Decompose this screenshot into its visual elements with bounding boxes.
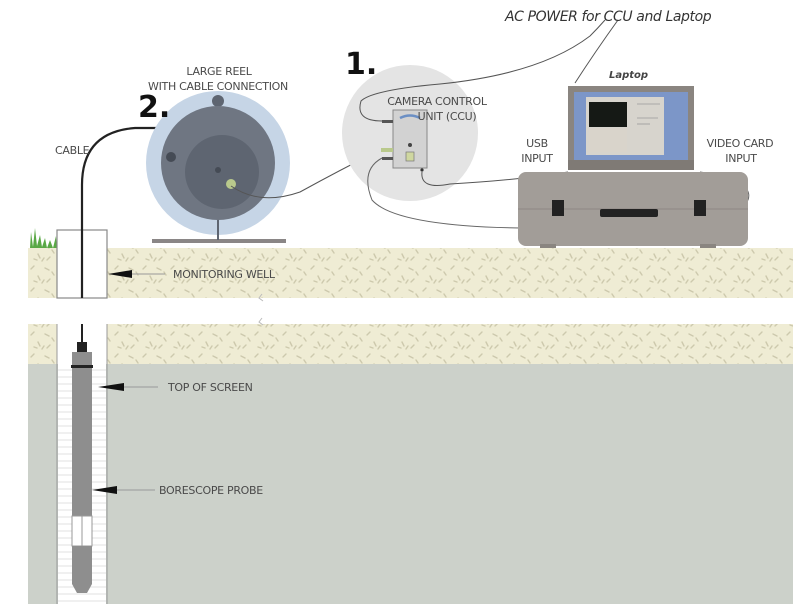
borescope-probe-pointer — [92, 486, 155, 494]
step-number-2: 2. — [138, 90, 170, 125]
borescope-probe — [71, 342, 93, 593]
monitoring-well-pointer — [108, 270, 165, 278]
step-number-1: 1. — [345, 47, 377, 82]
top-of-screen-label: TOP OF SCREEN — [167, 381, 253, 394]
ccu-label-line1: CAMERA CONTROL — [387, 95, 488, 108]
video-card-input-label-line2: INPUT — [725, 152, 757, 165]
borescope-probe-label: BORESCOPE PROBE — [159, 484, 263, 497]
cable-label: CABLE — [55, 144, 90, 157]
usb-input-label-line1: USB — [526, 137, 548, 150]
reel-base — [152, 239, 286, 243]
laptop-label: Laptop — [609, 70, 648, 81]
monitoring-well-label: MONITORING WELL — [173, 268, 276, 281]
usb-input-label-line2: INPUT — [521, 152, 553, 165]
diagram-title: AC POWER for CCU and Laptop — [504, 9, 712, 25]
large-reel — [146, 91, 290, 243]
ccu-power-cable — [359, 19, 606, 122]
reel-label-line2: WITH CABLE CONNECTION — [148, 80, 288, 93]
grass-icon — [30, 228, 57, 248]
reel-cable-connector — [226, 179, 236, 189]
break-mark-icon — [258, 317, 264, 326]
upper-soil-layer — [28, 248, 793, 298]
groundwater-zone — [28, 364, 793, 604]
reel-label-line1: LARGE REEL — [186, 65, 252, 78]
instrument-case — [518, 172, 748, 248]
ground-cross-section — [28, 248, 793, 604]
break-mark-icon — [258, 293, 264, 302]
laptop — [568, 86, 694, 170]
top-of-screen-pointer — [98, 383, 158, 391]
video-card-input-label-line1: VIDEO CARD — [707, 137, 774, 150]
ccu-label-line2: UNIT (CCU) — [418, 110, 477, 123]
cable — [80, 126, 183, 298]
camera-control-unit — [342, 65, 478, 201]
lower-soil-layer — [28, 324, 793, 364]
laptop-power-cable — [574, 19, 619, 84]
depth-break-gap — [28, 298, 793, 324]
